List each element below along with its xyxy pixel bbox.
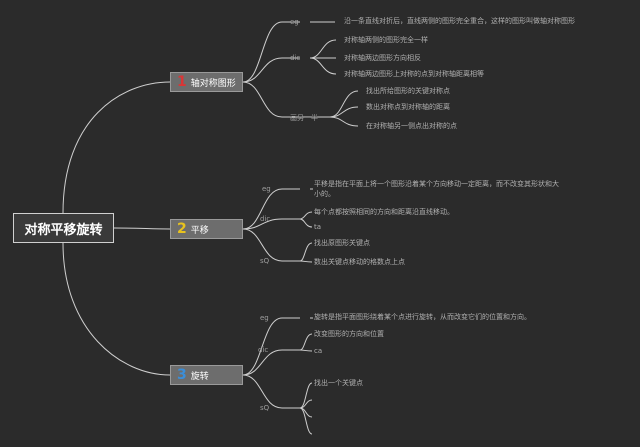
tag-b1-dic: dic [290,54,301,62]
connector-b1-dic-3 [309,57,337,75]
leaf-b1-dic-2[interactable]: 对称轴两边图形方向相反 [344,54,421,62]
connector-b3-dic-2 [299,349,313,352]
branch-number-1: 1 [177,74,187,90]
tag-b3-dic: dic [258,346,269,354]
branch-label: 轴对称图形 [190,78,236,89]
branch-number-2: 2 [177,221,187,237]
connector-b2-eg [242,188,300,230]
leaf-b3-eg-1[interactable]: 旋转是指平面图形绕着某个点进行旋转，从而改变它们的位置和方向。 [314,313,531,321]
leaf-b2-dic-1[interactable]: 每个点都按照相同的方向和距离沿直线移动。 [314,208,454,216]
leaf-b2-sq-1[interactable]: 找出原图形关键点 [314,239,370,247]
leaf-b1-dic-3[interactable]: 对称轴两边图形上对称的点到对称轴距离相等 [344,70,484,78]
tag-b3-sq: sQ [260,404,270,412]
leaf-b1-draw-2[interactable]: 数出对称点到对称轴的距离 [366,103,450,111]
leaf-b3-dic-1[interactable]: 改变图形的方向和位置 [314,330,384,338]
tag-b1-eg: eg [290,18,299,26]
branch-translation[interactable]: 2 平移 [170,219,243,239]
leaf-b1-draw-1[interactable]: 找出所给图形的关键对称点 [366,87,450,95]
leaf-b3-sq-1[interactable]: 找出一个关键点 [314,379,363,387]
connector-b2-dic-1 [299,211,313,220]
leaf-b1-dic-1[interactable]: 对称轴两侧的图形完全一样 [344,36,428,44]
connector-b3-sq [242,374,300,409]
tag-b2-sq: sQ [260,257,270,265]
connector-b1-draw-3 [329,116,359,127]
leaf-b1-eg-1[interactable]: 沿一条直线对折后，直线两侧的图形完全重合，这样的图形叫做轴对称图形 [344,17,575,25]
leaf-b1-draw-3[interactable]: 在对称轴另一侧点出对称的点 [366,122,457,130]
connector-b2-dic [242,218,300,230]
connector-b1-dic-1 [309,39,337,59]
connector-b1-eg [242,21,300,83]
connector-b3-dic-1 [299,333,313,351]
connector-b1-dic [242,57,300,83]
leaf-b2-eg-2[interactable]: 小的。 [314,190,335,198]
connector-b2-sq [242,228,300,262]
branch-label: 平移 [190,225,209,236]
root-topic[interactable]: 对称平移旋转 [13,213,114,243]
tag-b2-eg: eg [262,185,271,193]
connector-b1-draw-1 [329,90,359,118]
connector-root-branch-3 [62,242,171,376]
connector-root-branch-2 [113,227,171,230]
leaf-b2-sq-2[interactable]: 数出关键点移动的格数点上点 [314,258,405,266]
connector-b1-draw-2 [329,106,359,118]
branch-label: 旋转 [190,371,209,382]
leaf-b3-dic-2[interactable]: ca [314,347,323,355]
connector-b3-sq-4 [299,407,313,435]
branch-rotation[interactable]: 3 旋转 [170,365,243,385]
leaf-b2-dic-2[interactable]: ta [314,223,322,231]
tag-b1-draw: 画另一半 [290,114,318,122]
tag-b3-eg: eg [260,314,269,322]
connector-b3-eg [242,317,300,376]
leaf-b2-eg-1[interactable]: 平移是指在平面上将一个图形沿着某个方向移动一定距离，而不改变其形状和大 [314,180,559,188]
branch-number-3: 3 [177,367,187,383]
connector-b2-dic-2 [299,218,313,228]
connector-b2-sq-1 [299,242,313,262]
connector-root-branch-1 [62,81,171,214]
tag-b2-dic: dic [260,215,271,223]
connector-b3-dic [242,349,300,376]
connector-b2-sq-2 [299,260,313,263]
connector-b1-draw [242,81,330,118]
branch-axial-symmetry[interactable]: 1 轴对称图形 [170,72,243,92]
